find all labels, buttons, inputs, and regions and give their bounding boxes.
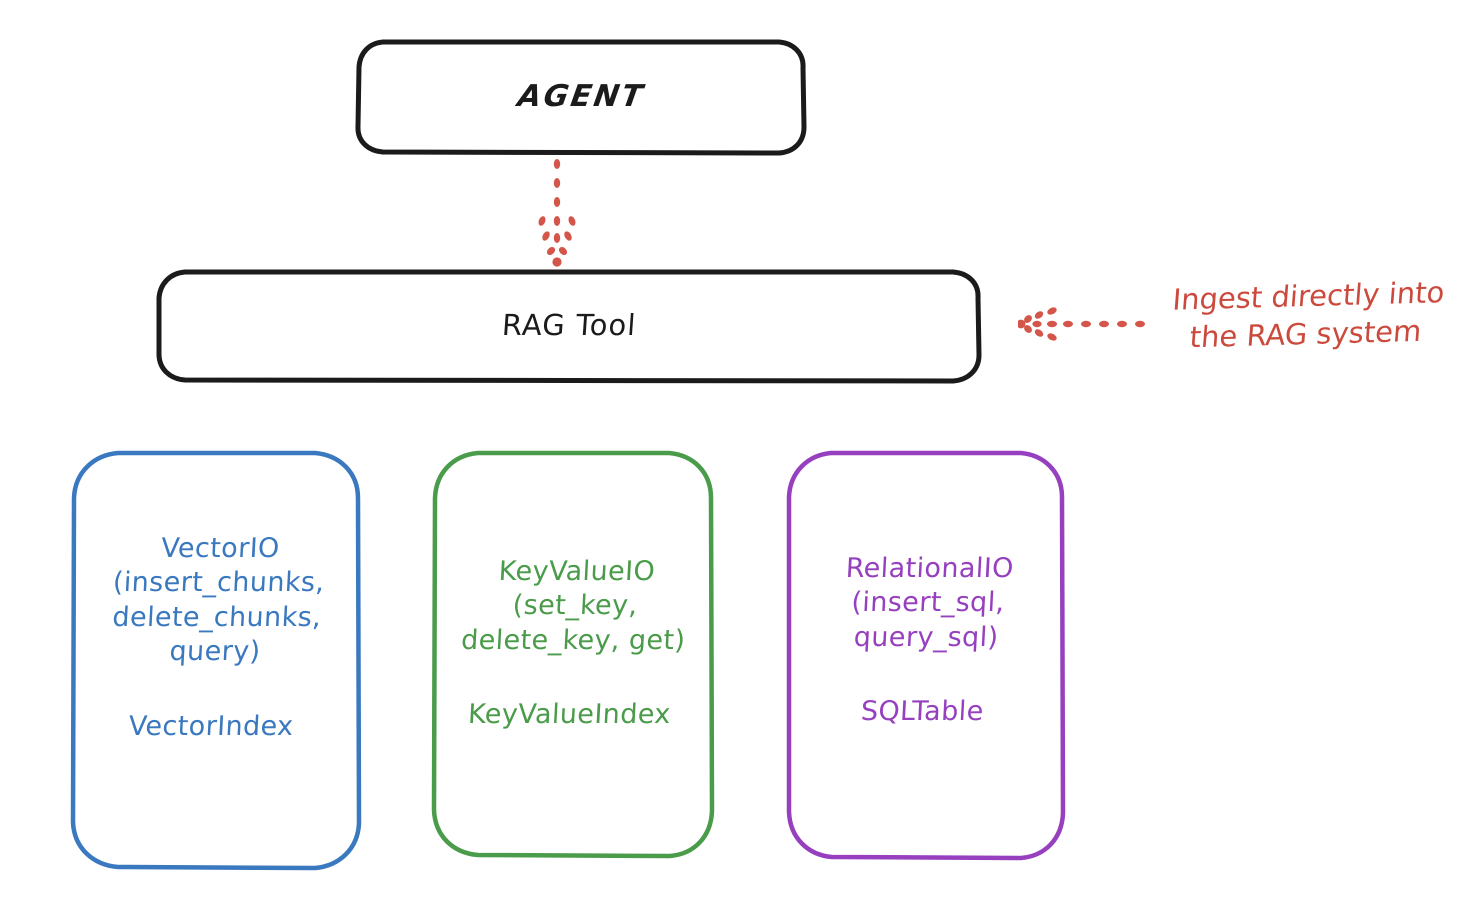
node-vector-io[interactable]: VectorIO (insert_chunks, delete_chunks, … (70, 450, 362, 871)
node-vector-io-outline (70, 450, 362, 871)
node-rag-tool[interactable]: RAG Tool (155, 268, 983, 384)
node-agent-outline (355, 39, 807, 156)
node-key-value-io-index: KeyValueIndex (467, 699, 672, 731)
annotation-ingest-note: Ingest directly into the RAG system (1171, 275, 1446, 355)
node-vector-io-label: VectorIO (insert_chunks, delete_chunks, … (103, 497, 329, 779)
node-vector-io-index: VectorIndex (128, 710, 295, 742)
node-relational-io-methods: RelationalIO (insert_sql, query_sql) (844, 552, 1015, 653)
node-rag-tool-label: RAG Tool (500, 308, 638, 343)
node-key-value-io-outline (431, 450, 715, 859)
connector-ingest-note-to-rag-tool (1018, 307, 1145, 341)
node-relational-io-outline (786, 450, 1066, 861)
node-relational-io-label: RelationalIO (insert_sql, query_sql) SQL… (836, 517, 1017, 764)
node-relational-io-index: SQLTable (860, 696, 985, 728)
node-key-value-io-label: KeyValueIO (set_key, delete_key, get) Ke… (454, 520, 691, 767)
node-agent-label: AGENT (515, 78, 648, 114)
node-vector-io-methods: VectorIO (insert_chunks, delete_chunks, … (111, 532, 326, 668)
node-relational-io[interactable]: RelationalIO (insert_sql, query_sql) SQL… (785, 450, 1067, 861)
node-rag-tool-outline (156, 269, 982, 384)
node-key-value-io[interactable]: KeyValueIO (set_key, delete_key, get) Ke… (430, 450, 716, 859)
connector-agent-to-rag-tool (538, 159, 576, 267)
node-key-value-io-methods: KeyValueIO (set_key, delete_key, get) (460, 555, 687, 656)
node-agent[interactable]: AGENT (355, 38, 807, 156)
